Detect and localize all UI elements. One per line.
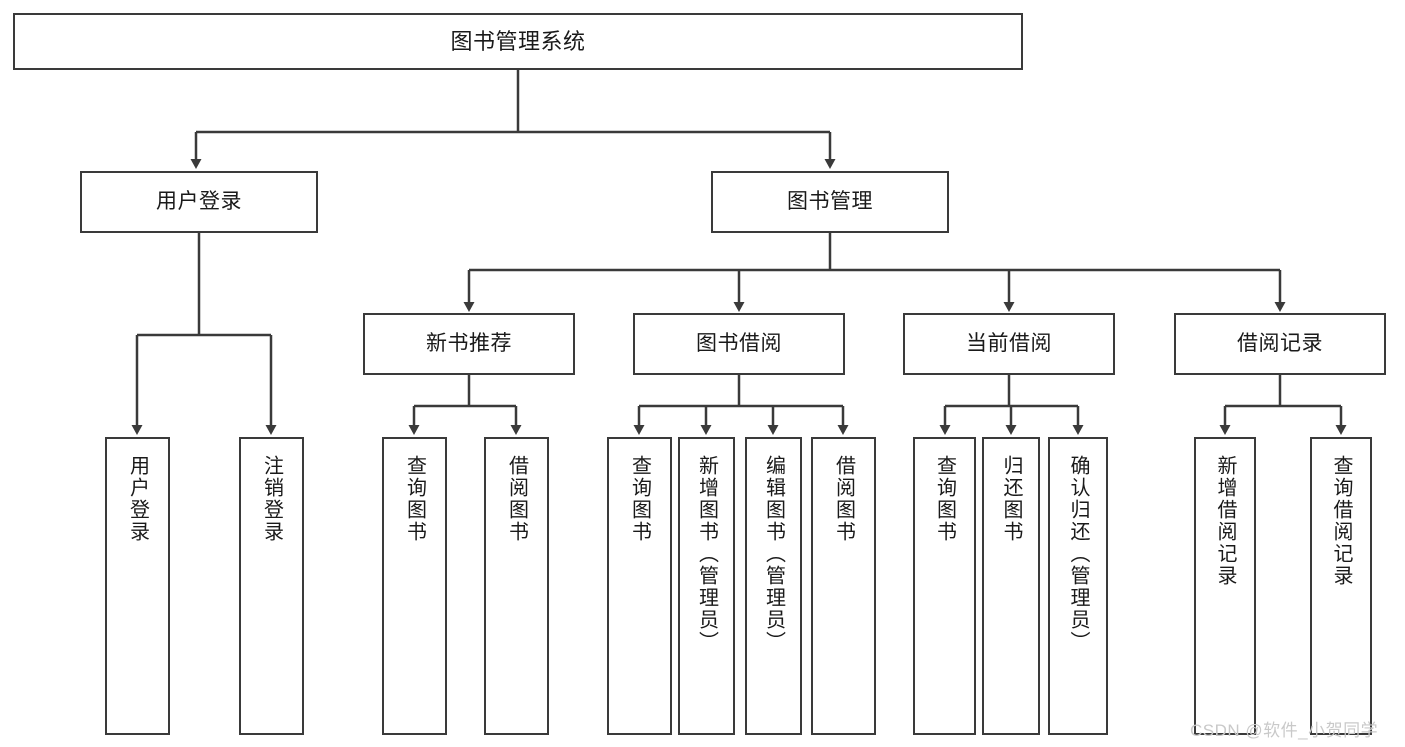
leaf-borrow-query-book[interactable]: 查询图书	[607, 437, 672, 735]
node-label: 查询图书	[628, 455, 651, 543]
node-label: 借阅记录	[1237, 331, 1323, 355]
node-label: 新增图书（管理员）	[695, 455, 718, 653]
node-label: 新书推荐	[426, 331, 512, 355]
csdn-watermark: CSDN @软件_小贺同学	[1190, 721, 1379, 740]
node-label: 查询图书	[403, 455, 426, 543]
node-user-login[interactable]: 用户登录	[80, 171, 318, 233]
leaf-current-query-book[interactable]: 查询图书	[913, 437, 976, 735]
node-label: 归还图书	[1000, 455, 1022, 543]
node-label: 确认归还（管理员）	[1067, 455, 1089, 653]
node-label: 查询借阅记录	[1330, 455, 1352, 587]
leaf-borrow-borrow-book[interactable]: 借阅图书	[811, 437, 876, 735]
node-book-management[interactable]: 图书管理	[711, 171, 949, 233]
leaf-current-return-book[interactable]: 归还图书	[982, 437, 1040, 735]
leaf-borrow-add-book-admin[interactable]: 新增图书（管理员）	[678, 437, 735, 735]
leaf-user-logout[interactable]: 注销登录	[239, 437, 304, 735]
leaf-user-login[interactable]: 用户登录	[105, 437, 170, 735]
node-root-system[interactable]: 图书管理系统	[13, 13, 1023, 70]
node-label: 图书管理	[787, 189, 873, 213]
leaf-current-confirm-return-admin[interactable]: 确认归还（管理员）	[1048, 437, 1108, 735]
node-label: 借阅图书	[505, 455, 528, 543]
node-label: 用户登录	[126, 455, 149, 543]
node-borrow-record[interactable]: 借阅记录	[1174, 313, 1386, 375]
node-new-book-recommend[interactable]: 新书推荐	[363, 313, 575, 375]
node-book-borrow[interactable]: 图书借阅	[633, 313, 845, 375]
node-label: 注销登录	[260, 455, 283, 543]
node-label: 用户登录	[156, 189, 242, 213]
leaf-borrow-edit-book-admin[interactable]: 编辑图书（管理员）	[745, 437, 802, 735]
leaf-record-query-borrow-record[interactable]: 查询借阅记录	[1310, 437, 1372, 735]
node-label: 编辑图书（管理员）	[762, 455, 785, 653]
node-label: 查询图书	[933, 455, 956, 543]
leaf-recommend-borrow-book[interactable]: 借阅图书	[484, 437, 549, 735]
node-current-borrow[interactable]: 当前借阅	[903, 313, 1115, 375]
leaf-record-add-borrow-record[interactable]: 新增借阅记录	[1194, 437, 1256, 735]
leaf-recommend-query-book[interactable]: 查询图书	[382, 437, 447, 735]
node-label: 借阅图书	[832, 455, 855, 543]
node-label: 图书管理系统	[450, 28, 586, 54]
node-label: 图书借阅	[696, 331, 782, 355]
node-label: 新增借阅记录	[1214, 455, 1236, 587]
node-label: 当前借阅	[966, 331, 1052, 355]
